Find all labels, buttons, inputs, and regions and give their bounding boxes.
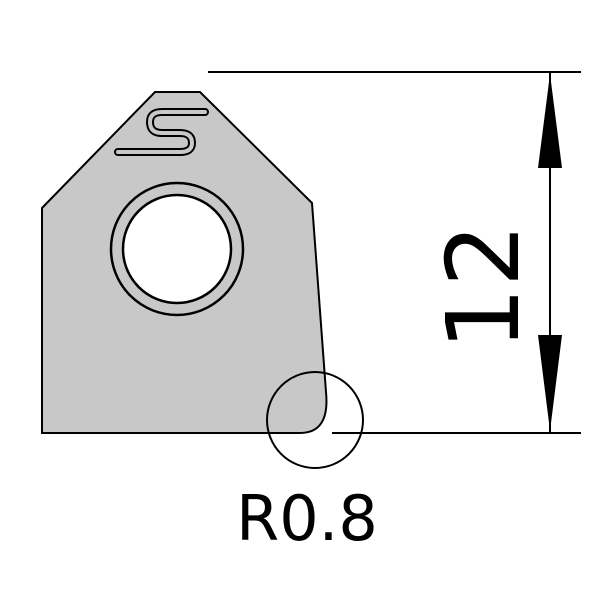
arrowhead-bottom <box>538 335 562 431</box>
s-marking <box>114 108 209 156</box>
dimension-value: 12 <box>425 223 542 350</box>
detail-circle <box>266 371 364 469</box>
hole <box>121 193 233 305</box>
arrowhead-top <box>538 74 562 168</box>
radius-label: R0.8 <box>236 482 378 555</box>
